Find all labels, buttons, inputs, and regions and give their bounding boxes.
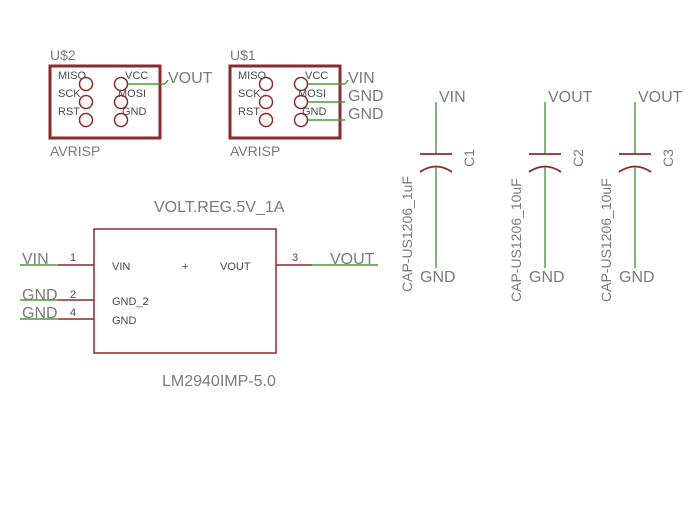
pin-label-rst: RST — [58, 106, 80, 118]
capacitor-value: CAP-US1206_10uF — [508, 178, 524, 302]
net-label-top: VIN — [439, 89, 466, 106]
capacitor-value: CAP-US1206_1uF — [399, 176, 415, 292]
pin-pad — [78, 112, 94, 128]
voltage-regulator: VOLT.REG.5V_1A VIN + VOUT GND_2 GND LM29… — [20, 199, 378, 390]
capacitor-c1: VIN GND C1 CAP-US1206_1uF — [399, 89, 477, 292]
pin-pad — [293, 94, 309, 110]
capacitor-plate — [419, 165, 453, 173]
net-label-top: VOUT — [548, 89, 593, 106]
net-label-vin: VIN — [22, 251, 49, 268]
pin-pad — [258, 76, 274, 92]
capacitor-c2: VOUT GND C2 CAP-US1206_10uF — [508, 89, 593, 302]
header-name: U$2 — [50, 47, 76, 63]
pin-pad — [78, 76, 94, 92]
pin-label-mosi: MOSI — [118, 88, 146, 100]
net-label-bottom: GND — [619, 269, 655, 286]
net-label-bottom: GND — [420, 269, 456, 286]
pin-pad — [293, 112, 309, 128]
regulator-body — [93, 228, 277, 354]
capacitor-c3: VOUT GND C3 CAP-US1206_10uF — [598, 89, 683, 302]
header-type: AVRISP — [50, 143, 100, 159]
pin-number: 4 — [70, 307, 76, 319]
pin-label-sck: SCK — [58, 88, 81, 100]
pin-label-rst: RST — [238, 106, 260, 118]
regulator-name: VOLT.REG.5V_1A — [154, 199, 285, 216]
pin-label-gnd: GND — [122, 106, 147, 118]
pin-pad — [293, 76, 309, 92]
regulator-value: LM2940IMP-5.0 — [162, 373, 276, 390]
wire — [344, 79, 349, 85]
capacitor-value: CAP-US1206_10uF — [598, 178, 614, 302]
pin-label-gnd: GND — [302, 106, 327, 118]
pin-label-vcc: VCC — [125, 70, 148, 82]
header-body — [48, 64, 162, 140]
pin-number: 1 — [70, 252, 76, 264]
pin-label-vout: VOUT — [220, 261, 251, 273]
plus-marker: + — [182, 261, 188, 273]
wire — [164, 79, 169, 85]
net-label-gnd: GND — [348, 88, 384, 105]
pin-pad — [113, 112, 129, 128]
net-label-top: VOUT — [638, 89, 683, 106]
pin-number: 3 — [292, 252, 298, 264]
net-label-vout: VOUT — [330, 251, 375, 268]
capacitor-plate — [528, 165, 562, 173]
capacitor-name: C1 — [461, 149, 477, 167]
isp-header-u1: U$1 MISO VCC SCK MOSI RST GND AVRISP VIN… — [228, 47, 384, 159]
pin-pad — [113, 94, 129, 110]
header-name: U$1 — [230, 47, 256, 63]
capacitor-plate — [618, 165, 652, 173]
capacitor-name: C3 — [660, 149, 676, 167]
pin-label-miso: MISO — [58, 70, 87, 82]
net-label-bottom: GND — [529, 269, 565, 286]
pin-label-gnd: GND — [112, 315, 137, 327]
net-label-gnd: GND — [22, 287, 58, 304]
net-label-gnd: GND — [22, 305, 58, 322]
header-type: AVRISP — [230, 143, 280, 159]
net-label-vout: VOUT — [168, 70, 213, 87]
pin-label-gnd2: GND_2 — [112, 296, 149, 308]
pin-number: 2 — [70, 289, 76, 301]
pin-label-vcc: VCC — [305, 70, 328, 82]
pin-label-sck: SCK — [238, 88, 261, 100]
pin-label-vin: VIN — [112, 261, 130, 273]
capacitor-name: C2 — [570, 149, 586, 167]
pin-pad — [258, 94, 274, 110]
net-label-gnd: GND — [348, 106, 384, 123]
pin-pad — [113, 76, 129, 92]
pin-label-mosi: MOSI — [298, 88, 326, 100]
pin-pad — [258, 112, 274, 128]
pin-label-miso: MISO — [238, 70, 267, 82]
pin-pad — [78, 94, 94, 110]
net-label-vin: VIN — [348, 70, 375, 87]
isp-header-u2: U$2 MISO VCC SCK MOSI RST GND AVRISP VOU… — [48, 47, 213, 159]
